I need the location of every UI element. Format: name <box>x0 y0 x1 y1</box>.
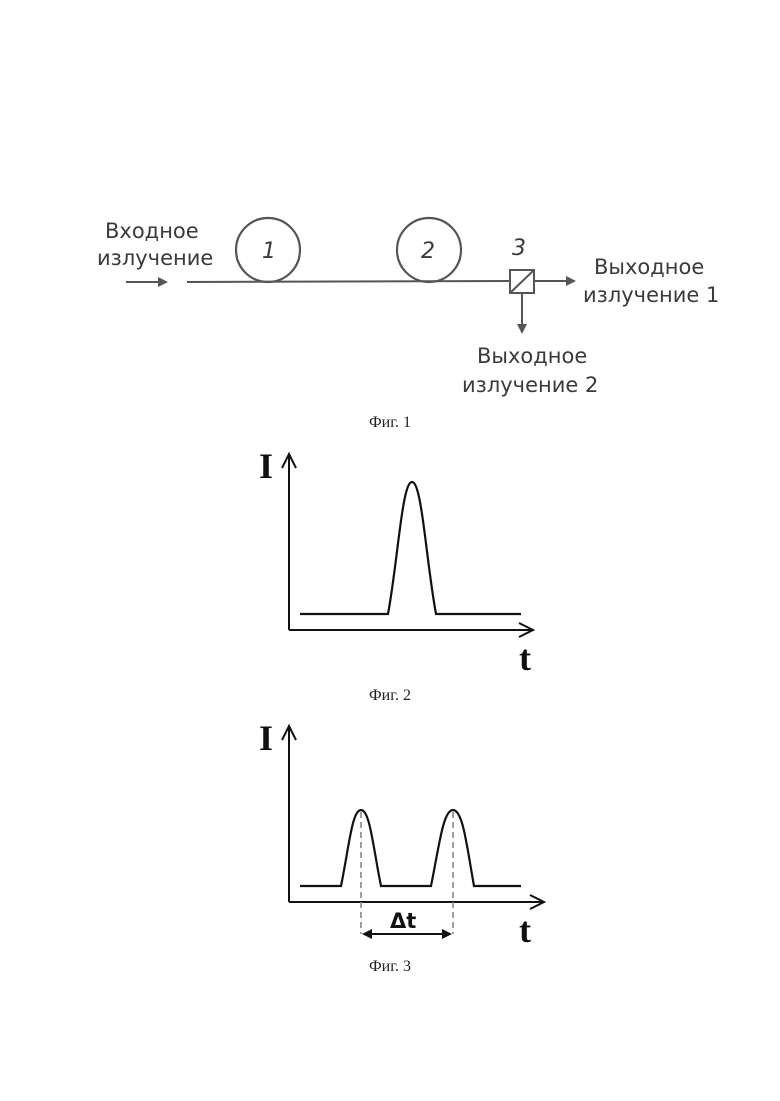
element-3-number: 3 <box>512 236 526 261</box>
fig3-pulse-curve <box>300 810 521 886</box>
element-2-number: 2 <box>421 239 435 264</box>
fig2-y-axis-label: I <box>259 446 273 486</box>
element-1-number: 1 <box>262 239 276 264</box>
output-2-label-line1: Выходное <box>477 344 587 368</box>
fig2-pulse-plot: I t <box>0 440 780 700</box>
fiber-line <box>187 281 510 282</box>
output-1-arrow <box>534 276 576 286</box>
output-1-label-line1: Выходное <box>594 255 704 279</box>
fig3-caption: Фиг. 3 <box>0 958 780 976</box>
fig2-axes <box>282 454 533 637</box>
output-2-label-line2: излучение 2 <box>462 373 598 397</box>
beam-splitter <box>510 270 534 293</box>
fig1-caption: Фиг. 1 <box>0 414 780 432</box>
fig3-double-pulse-plot: I Δt t <box>0 712 780 962</box>
input-arrow <box>126 277 168 287</box>
fig3-x-axis-label: t <box>519 910 531 950</box>
fig3-interval-label: Δt <box>390 909 416 933</box>
fig2-caption: Фиг. 2 <box>0 687 780 705</box>
output-2-arrow <box>517 293 527 334</box>
input-label-line2: излучение <box>97 246 213 270</box>
output-1-label-line2: излучение 1 <box>583 283 719 307</box>
fig1-schematic: Входное излучение 1 2 3 Выходное излучен… <box>0 0 780 420</box>
fig3-axes <box>282 726 544 909</box>
fig2-x-axis-label: t <box>519 638 531 678</box>
input-label-line1: Входное <box>105 219 199 243</box>
fig3-y-axis-label: I <box>259 718 273 758</box>
fig2-pulse-curve <box>300 482 521 614</box>
